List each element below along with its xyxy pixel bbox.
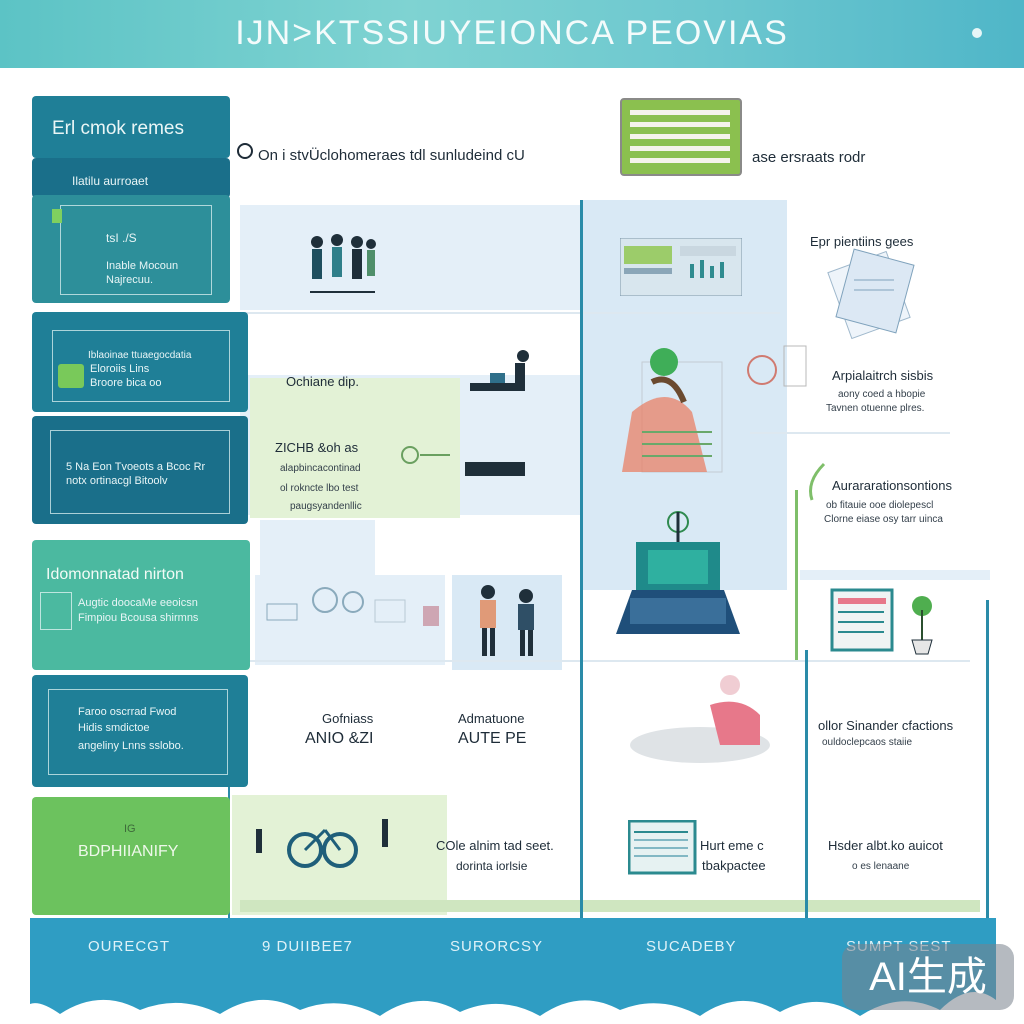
middle-block-line: ol rokncte lbo test (280, 483, 359, 494)
card-title: Erl cmok remes (52, 118, 184, 139)
label-hurt: Hurt eme c (700, 838, 764, 853)
middle-block-line: alapbincacontinad (280, 463, 361, 474)
left-card-2: tsI ./S Inable Mocoun Najrecuu. (32, 195, 230, 303)
connector-arrow-icon (401, 446, 525, 476)
left-card-3: Iblaoinae ttuaegocdatia Eloroiis Lins Br… (32, 312, 248, 412)
page-title: IJN>KTSSIUYEIONCA PEOVIAS (235, 14, 789, 52)
label-hsder-sub: o es lenaane (852, 861, 910, 872)
label-aurararations-sub: ob fitauie ooe diolepescl (826, 500, 934, 511)
card-line: Augtic doocaMe eeoicsn (78, 597, 198, 609)
card-title: BDPHIIANIFY (78, 843, 179, 860)
green-wash-2 (232, 795, 447, 915)
label-aute: AUTE PE (458, 730, 527, 747)
label-cole: COle alnim tad seet. (436, 838, 554, 853)
label-aurararations: Aurararationsontions (832, 478, 952, 493)
top-right-label: ase ersraats rodr (752, 149, 866, 166)
card-line: angeliny Lnns sslobo. (78, 740, 184, 752)
green-wash-1 (250, 378, 460, 518)
swoosh-icon (809, 462, 826, 501)
document-card-icon (620, 98, 742, 176)
label-gofniass: Gofniass (322, 711, 374, 726)
header-banner (0, 0, 1024, 68)
two-people-icon (480, 585, 534, 656)
left-card-1: Erl cmok remes (32, 96, 230, 158)
card-line: Eloroiis Lins (90, 363, 150, 375)
left-card-5: Idomonnatad nirton Augtic doocaMe eeoics… (32, 540, 250, 670)
card-subtitle: Ilatilu aurroaet (72, 174, 149, 188)
ai-generated-badge: AI生成 (842, 944, 1014, 1010)
footer-label-4: SUCADEBY (646, 938, 737, 955)
green-divider (795, 490, 798, 660)
laptop-plant-icon (616, 511, 740, 634)
document-figure-icon (622, 348, 723, 473)
stacked-papers-icon (827, 248, 915, 340)
label-epr: Epr pientiins gees (810, 234, 914, 249)
intro-text: On i stvÜclohomeraes tdl sunludeind cU (258, 147, 525, 164)
footer-label-1: OURECGT (88, 938, 170, 955)
label-hsder: Hsder albt.ko auicot (828, 838, 943, 853)
card-line: Inable Mocoun (106, 260, 179, 272)
left-card-7: IG BDPHIIANIFY (32, 797, 230, 915)
label-anio: ANIO &ZI (305, 730, 374, 747)
left-card-1-sub: Ilatilu aurroaet (32, 158, 230, 198)
label-change-dip: Ochiane dip. (286, 374, 359, 389)
card-line: Broore bica oo (90, 377, 162, 389)
bullet-icon (237, 143, 253, 159)
bicycle-icon (256, 819, 388, 868)
column-divider (580, 200, 583, 920)
badge-text: AI生成 (869, 955, 987, 999)
hands-sketch-icon (747, 345, 807, 387)
ladder-figure-icon (470, 350, 529, 391)
people-group-icon (310, 234, 376, 293)
row-wash-3 (260, 520, 375, 575)
card-line: Faroo oscrrad Fwod (78, 706, 177, 718)
bubble-icon (972, 28, 982, 38)
label-ollor-sub: ouldoclepcaos staiie (822, 737, 913, 748)
card-line: Iblaoinae ttuaegocdatia (88, 350, 192, 361)
label-tbakpactee: tbakpactee (702, 858, 766, 873)
grid-line (750, 432, 950, 434)
card-line: Hidis smdictoe (78, 722, 150, 734)
row-wash-1 (240, 205, 580, 310)
monitor-icon (628, 820, 697, 875)
card-line: notx ortinacgl Bitoolv (66, 475, 168, 487)
reclining-figure-icon (630, 675, 770, 763)
grid-line (250, 660, 970, 662)
label-arpialaitrch: Arpialaitrch sisbis (832, 368, 934, 383)
label-dorinta: dorinta iorlsie (456, 859, 528, 873)
leaf-icon (58, 364, 84, 388)
left-card-6: Faroo oscrrad Fwod Hidis smdictoe angeli… (32, 675, 248, 787)
card-line: 5 Na Eon Tvoeots a Bcoc Rr (66, 461, 206, 473)
grid-line (240, 312, 780, 314)
middle-block-line: ZICHB &oh as (275, 440, 359, 455)
card-line: tsI ./S (106, 231, 137, 245)
label-arpialaitrch-sub: aony coed a hbopie (838, 389, 926, 400)
label-arpialaitrch-sub: Tavnen otuenne plres. (826, 403, 925, 414)
left-card-4: 5 Na Eon Tvoeots a Bcoc Rr notx ortinacg… (32, 416, 248, 524)
sketch-row-icon (266, 587, 439, 626)
column-divider (805, 650, 808, 920)
column-divider (986, 600, 989, 920)
footer-label-2: 9 DUIIBEE7 (262, 938, 353, 955)
row-wash-5 (800, 570, 990, 580)
footer-wave-decoration (30, 960, 996, 1016)
chart-plant-icon (830, 588, 933, 655)
card-line: Najrecuu. (106, 274, 154, 286)
card-title: Idomonnatad nirton (46, 566, 184, 583)
people-panel (452, 575, 562, 670)
footer-label-3: SURORCSY (450, 938, 544, 955)
label-ollor: ollor Sinander cfactions (818, 718, 954, 733)
dashboard-screen-icon (620, 238, 742, 296)
middle-block-line: paugsyandenllic (290, 501, 362, 512)
label-aurararations-sub: Clorne eiase osy tarr uinca (824, 514, 943, 525)
hands-icon (40, 592, 72, 630)
label-admatuone: Admatuone (458, 711, 525, 726)
green-base-band (240, 900, 980, 912)
card-line: Fimpiou Bcousa shirmns (78, 612, 199, 624)
card-subtitle: IG (124, 823, 136, 835)
